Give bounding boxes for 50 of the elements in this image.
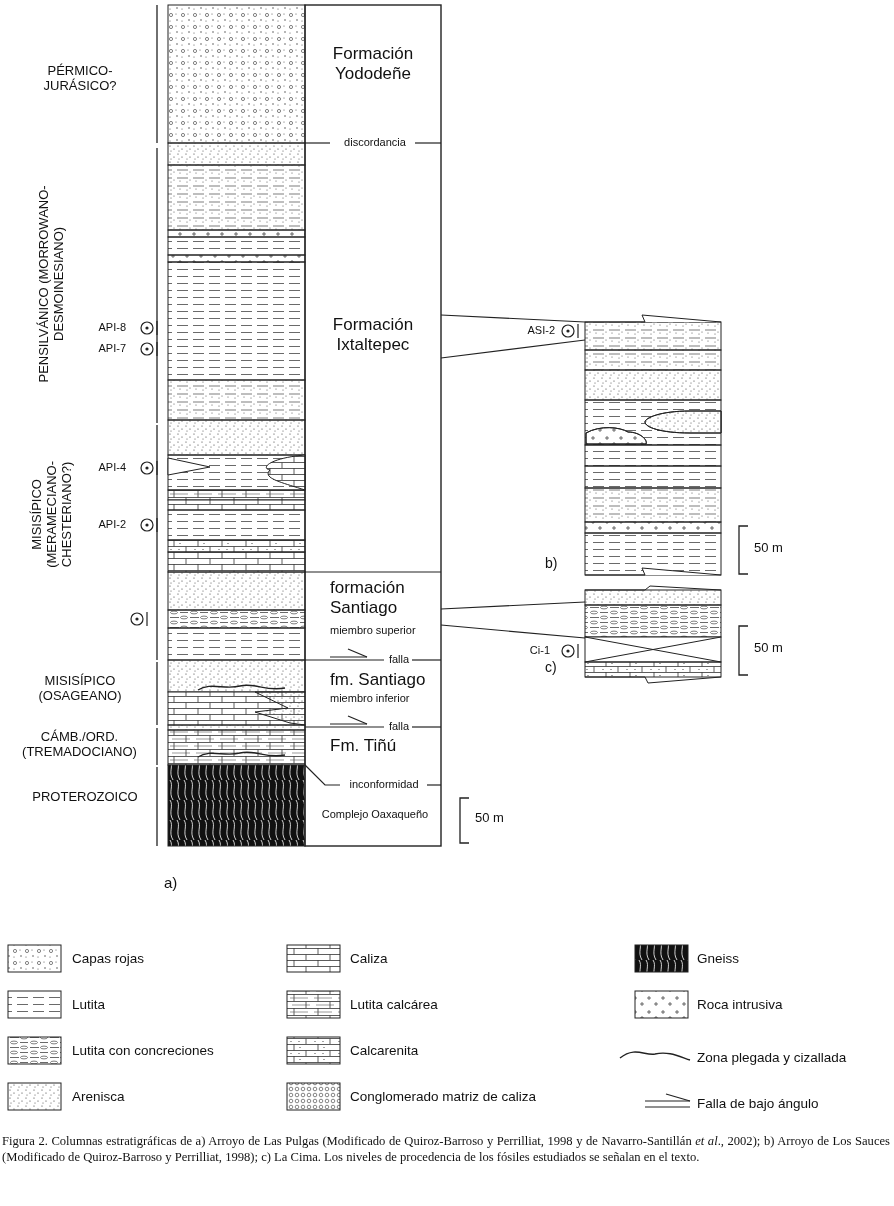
legend-label: Lutita con concreciones [72, 1043, 214, 1059]
legend-label: Arenisca [72, 1089, 125, 1105]
tie-line [440, 314, 586, 323]
legend-label: Lutita [72, 997, 106, 1013]
formation-name: fm. Santiago [330, 670, 427, 690]
member-name: miembro inferior [330, 692, 411, 705]
stratigraphic-column-drawing [584, 585, 722, 684]
legend-label: Falla de bajo ángulo [697, 1096, 819, 1112]
sample-label: API-8 [97, 321, 126, 334]
period-label: PÉRMICO-JURÁSICO? [42, 64, 118, 94]
period-label: MISISÍPICO (MERAMECIANO-CHESTERIANO?) [29, 459, 75, 570]
legend-label: Gneiss [697, 951, 740, 967]
scale-label: 50 m [754, 541, 784, 556]
legend-label: Roca intrusiva [697, 997, 783, 1013]
member-name: miembro superior [330, 624, 417, 637]
sample-label: API-4 [97, 461, 126, 474]
tie-line [440, 624, 586, 639]
sample-label: ASI-2 [526, 324, 555, 337]
sample-label: Ci-1 [528, 644, 550, 657]
legend-label: Calcarenita [350, 1043, 419, 1059]
scale-label: 50 m [475, 811, 505, 826]
column-label: b) [545, 555, 559, 572]
legend-label: Conglomerado matriz de caliza [350, 1089, 537, 1105]
contact-label: inconformidad [348, 778, 420, 791]
formation-name: Formación Yododeñe [331, 44, 415, 84]
figure-caption: Figura 2. Columnas estratigráficas de a) Arroyo de Las Pulgas (Modificado de Quiroz-Barroso y Perrilliat, 1998 y de Navarro-Santillán et al., 2002); b) Arroyo de Los Sauces (Modificado de Quiroz-Barroso y Perrilliat, 1998); c) La Cima. Los niveles de procedencia de los fósiles estudiados se señalan en el texto. [2, 1133, 890, 1166]
legend-label: Caliza [350, 951, 388, 967]
scale-label: 50 m [754, 641, 784, 656]
tie-line [440, 339, 586, 359]
fault-label: falla [387, 720, 411, 733]
period-label: PENSILVÁNICO (MORROWANO-DESMOINESIANO) [37, 184, 67, 385]
legend-label: Lutita calcárea [350, 997, 438, 1013]
tie-line [440, 601, 586, 610]
column-label: c) [545, 659, 558, 676]
fault-label: falla [387, 653, 411, 666]
stratigraphic-column-drawing [584, 314, 722, 576]
formation-name: Formación Ixtaltepec [331, 315, 415, 355]
formation-name: Fm. Tiñú [330, 736, 398, 756]
period-label: MISISÍPICO (OSAGEANO) [37, 674, 123, 704]
period-label: CÁMB./ORD. (TREMADOCIANO) [21, 730, 138, 760]
column-label: a) [164, 874, 179, 892]
formation-name: formación Santiago [330, 578, 406, 618]
legend-label: Zona plegada y cizallada [697, 1050, 847, 1066]
sample-label: API-7 [97, 342, 126, 355]
formation-name: Complejo Oaxaqueño [320, 808, 430, 821]
stratigraphic-column-drawing [167, 4, 442, 847]
contact-label: discordancia [343, 136, 407, 149]
period-label: PROTEROZOICO [31, 790, 139, 805]
legend-label: Capas rojas [72, 951, 145, 967]
sample-label: API-2 [97, 518, 126, 531]
